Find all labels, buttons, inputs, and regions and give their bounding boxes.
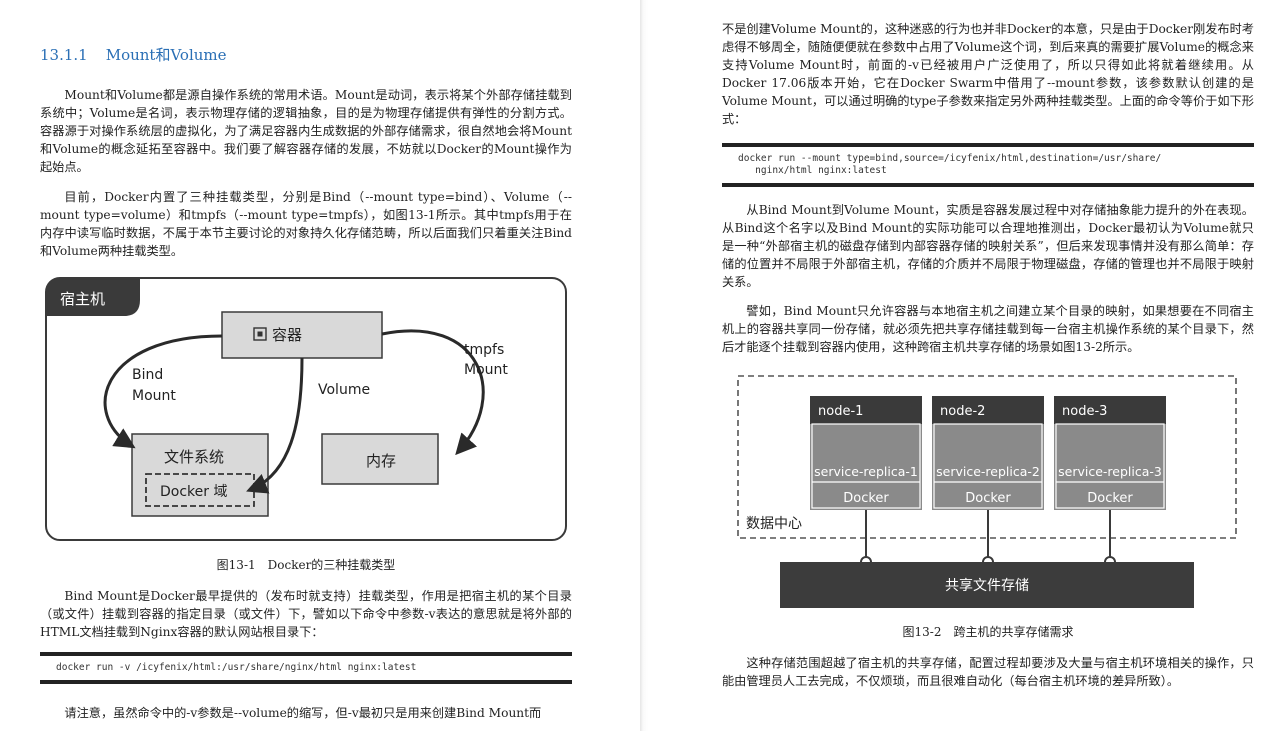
host-label: 宿主机 xyxy=(60,290,105,308)
docker-label: Docker xyxy=(843,491,889,506)
paragraph: 这种存储范围超越了宿主机的共享存储，配置过程却要涉及大量与宿主机环境相关的操作，… xyxy=(722,656,1254,688)
memory-label: 内存 xyxy=(366,452,396,470)
bind-mount-label: Mount xyxy=(132,388,176,404)
paragraph: 目前，Docker内置了三种挂载类型，分别是Bind（--mount type=… xyxy=(40,190,572,258)
memory-box xyxy=(321,433,439,485)
section-number: 13.1.1 xyxy=(40,46,88,64)
filesystem-label: 文件系统 xyxy=(164,448,224,466)
code-block: docker run -v /icyfenix/html:/usr/share/… xyxy=(40,652,572,684)
tmpfs-mount-label: Mount xyxy=(464,362,508,378)
volume-label: Volume xyxy=(318,382,370,398)
service-replica-label: service-replica-2 xyxy=(936,464,1040,479)
paragraph: 譬如，Bind Mount只允许容器与本地宿主机之间建立某个目录的映射，如果想要… xyxy=(722,304,1254,354)
service-replica-label: service-replica-3 xyxy=(1058,464,1162,479)
docker-label: Docker xyxy=(1087,491,1133,506)
section-title: Mount和Volume xyxy=(105,46,227,64)
paragraph: Mount和Volume都是源自操作系统的常用术语。Mount是动词，表示将某个… xyxy=(40,88,572,174)
node-card: node-1 service-replica-1 Docker xyxy=(810,396,922,510)
tmpfs-arrow xyxy=(381,329,485,456)
section-heading: 13.1.1 Mount和Volume xyxy=(40,44,227,65)
paragraph: 请注意，虽然命令中的-v参数是--volume的缩写，但-v最初只是用来创建Bi… xyxy=(64,706,542,720)
code-text: docker run --mount type=bind,source=/icy… xyxy=(738,153,1162,176)
container-box xyxy=(221,311,383,359)
filesystem-box xyxy=(131,433,269,517)
host-tab xyxy=(46,278,140,316)
docker-label: Docker xyxy=(965,491,1011,506)
bind-mount-arrow xyxy=(103,334,223,449)
code-block: docker run --mount type=bind,source=/icy… xyxy=(722,143,1254,187)
service-replica-label: service-replica-1 xyxy=(814,464,918,479)
container-icon xyxy=(253,327,267,341)
left-page: 13.1.1 Mount和Volume Mount和Volume都是源自操作系统的… xyxy=(40,44,572,720)
tmpfs-label: tmpfs xyxy=(464,342,504,358)
docker-domain-label: Docker 域 xyxy=(160,484,227,500)
container-label: 容器 xyxy=(272,326,302,344)
node-name: node-1 xyxy=(818,404,863,419)
shared-storage-bar xyxy=(780,562,1194,608)
paragraph: 不是创建Volume Mount的，这种迷惑的行为也并非Docker的本意，只是… xyxy=(722,22,1254,126)
node-name: node-2 xyxy=(940,404,985,419)
node-card: node-3 service-replica-3 Docker xyxy=(1054,396,1166,510)
docker-domain-box xyxy=(145,473,255,507)
figure-13-1-diagram: 宿主机 容器 文件系统 Docker 域 内存 Bind Mount Volum… xyxy=(45,277,567,541)
volume-arrow xyxy=(246,357,304,494)
shared-storage-label: 共享文件存储 xyxy=(945,577,1029,594)
book-gutter xyxy=(640,0,648,731)
node-name: node-3 xyxy=(1062,404,1107,419)
datacenter-label: 数据中心 xyxy=(746,516,802,532)
paragraph: 从Bind Mount到Volume Mount，实质是容器发展过程中对存储抽象… xyxy=(722,203,1254,289)
figure-13-2-caption: 图13-2 跨主机的共享存储需求 xyxy=(902,625,1074,639)
right-page: 不是创建Volume Mount的，这种迷惑的行为也并非Docker的本意，只是… xyxy=(648,0,1280,731)
code-text: docker run -v /icyfenix/html:/usr/share/… xyxy=(56,662,417,673)
paragraph: Bind Mount是Docker最早提供的（发布时就支持）挂载类型，作用是把宿… xyxy=(40,589,572,639)
bind-label: Bind xyxy=(132,367,163,383)
figure-13-2-diagram: 数据中心 node-1 service-replica-1 Docker nod… xyxy=(737,375,1237,608)
node-card: node-2 service-replica-2 Docker xyxy=(932,396,1044,510)
figure-13-1-caption: 图13-1 Docker的三种挂载类型 xyxy=(216,558,396,572)
